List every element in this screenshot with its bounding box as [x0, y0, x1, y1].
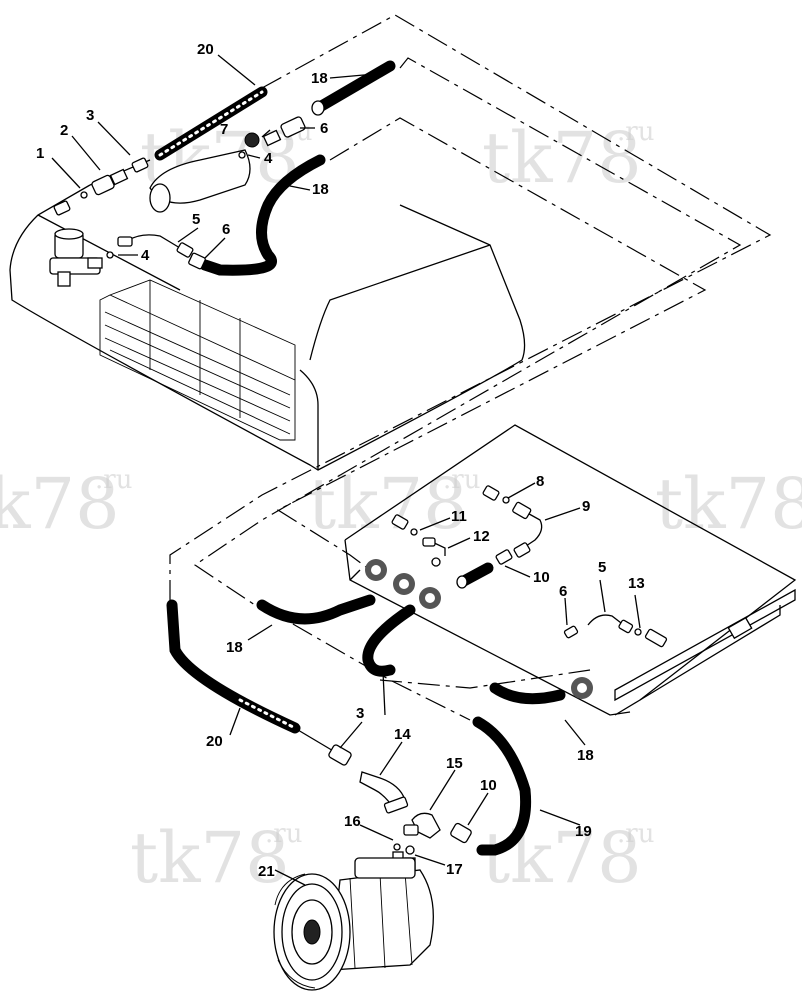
callout-17: 17: [446, 861, 463, 878]
watermark-text: tk78: [655, 463, 802, 545]
compressor-fittings: [328, 744, 472, 871]
callout-18-top: 18: [311, 70, 328, 87]
callout-5-top: 5: [192, 211, 200, 228]
callout-leaders: [51, 54, 641, 886]
callout-6-mid: 6: [222, 221, 230, 238]
watermark-text: tk78: [308, 463, 468, 545]
hose-20-lower-line: [297, 729, 336, 753]
callout-20-lower: 20: [206, 733, 223, 750]
hose-18-mid: [199, 154, 326, 276]
connection-lines: [169, 14, 772, 721]
callout-10-mid: 10: [533, 569, 550, 586]
callout-4-top: 4: [264, 150, 273, 167]
evaporator-housing: [344, 424, 797, 716]
watermark-suffix: .ru: [617, 117, 654, 147]
fittings-top: [53, 116, 306, 270]
evaporator-fittings: [391, 485, 668, 648]
watermark-mid-left: tk78 .ru: [0, 463, 132, 545]
callout-10-lower: 10: [480, 777, 497, 794]
callout-21: 21: [258, 863, 275, 880]
hose-20-top: [154, 86, 268, 161]
callout-18-mid: 18: [312, 181, 329, 198]
watermark-text: tk78: [130, 817, 290, 899]
callout-8: 8: [536, 473, 544, 490]
callout-20-top: 20: [197, 41, 214, 58]
callout-14: 14: [394, 726, 411, 743]
callout-18-lower-right: 18: [577, 747, 594, 764]
callout-3-lower: 3: [356, 705, 364, 722]
callout-15: 15: [446, 755, 463, 772]
callout-19: 19: [575, 823, 592, 840]
callout-13: 13: [628, 575, 645, 592]
grommets: [365, 559, 593, 699]
hose-18-top: [311, 60, 396, 116]
watermark-bottom-right: tk78 .ru: [482, 817, 654, 899]
watermark-mid-right: tk78: [655, 463, 802, 545]
callout-1: 1: [36, 145, 44, 162]
watermark-bottom-left: tk78 .ru: [130, 817, 302, 899]
callout-2: 2: [60, 122, 68, 139]
hose-18-lower-right: [489, 682, 566, 705]
watermark-suffix: .ru: [265, 819, 302, 849]
callout-3: 3: [86, 107, 94, 124]
solenoid-valve: [49, 228, 114, 287]
callout-6-right: 6: [559, 583, 567, 600]
hose-20-lower: [166, 599, 301, 734]
hose-19: [472, 716, 532, 856]
callout-6-top: 6: [320, 120, 328, 137]
callout-7-partial: 7: [220, 121, 228, 138]
callout-labels: 1 2 3 20 18 6 7 4 18 5 6 4 8 9 11 12 10 …: [36, 41, 645, 880]
watermark-text: tk78: [482, 117, 642, 199]
watermark-mid-center: tk78 .ru: [308, 463, 480, 545]
watermark-text: tk78: [482, 817, 642, 899]
watermarks: tk78 .ru tk78 .ru tk78 .ru tk78 .ru tk78…: [0, 117, 802, 899]
watermark-text: tk78: [0, 463, 120, 545]
compressor: [273, 857, 434, 991]
callout-16: 16: [344, 813, 361, 830]
watermark-suffix: .ru: [95, 465, 132, 495]
condenser-grille: [99, 279, 296, 441]
callout-4-mid: 4: [141, 247, 150, 264]
callout-12: 12: [473, 528, 490, 545]
receiver-drier: [149, 132, 260, 213]
callout-5-right: 5: [598, 559, 606, 576]
callout-11: 11: [451, 508, 467, 525]
callout-18-lower-left: 18: [226, 639, 243, 656]
hose-18-lower-left: [256, 594, 376, 625]
hose-18-lower-mid: [362, 604, 416, 677]
watermark-top-right: tk78 .ru: [482, 117, 654, 199]
callout-9: 9: [582, 498, 590, 515]
watermark-suffix: .ru: [617, 819, 654, 849]
